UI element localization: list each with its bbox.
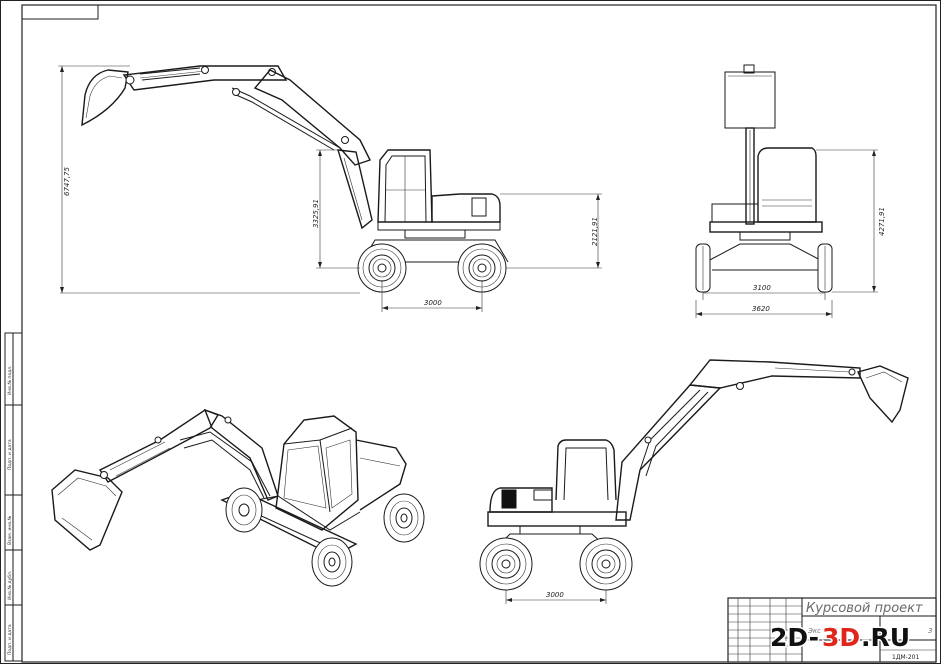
side-view-excavator xyxy=(60,65,509,294)
top-left-box xyxy=(21,4,99,20)
dim-rear-wheelbase: 3000 xyxy=(546,591,564,599)
title-block-subtitle: Экс xyxy=(807,627,821,635)
stamp-label-inv-dub2: Инв.№ дубл. xyxy=(7,571,13,600)
front-view-excavator xyxy=(695,64,833,293)
dim-boom-height: 3325,91 xyxy=(312,199,320,228)
left-stamp: Инв.№ подл. Подп. и дата Взам. инв.№ Инв… xyxy=(4,332,23,662)
dim-total-height: 6747,75 xyxy=(63,167,71,196)
stamp-label-inv-orig: Инв.№ подл. xyxy=(7,365,13,395)
dim-side-wheelbase: 3000 xyxy=(424,299,442,307)
front-view-dimensions: 3100 3620 4271,91 xyxy=(695,149,886,318)
title-block-scale: 3 xyxy=(928,627,932,635)
title-block-title: Курсовой проект xyxy=(806,601,923,616)
dim-front-height: 4271,91 xyxy=(878,207,886,236)
title-block: Курсовой проект Экс 3 1ДМ-201 xyxy=(727,597,937,663)
side-view-dimensions: 6747,75 3325,91 2121,91 3000 xyxy=(58,65,602,312)
watermark-logo: 2D- 3D .RU xyxy=(769,622,912,654)
dim-front-width: 3620 xyxy=(752,305,770,313)
watermark-part-1: 2D- xyxy=(770,623,819,652)
dim-right-height: 2121,91 xyxy=(591,217,599,246)
dim-front-track: 3100 xyxy=(753,284,771,292)
rear-side-view-dimensions: 3000 xyxy=(505,590,607,604)
stamp-label-sign-date: Подп. и дата xyxy=(7,439,13,470)
isometric-view-excavator xyxy=(51,408,425,587)
stamp-label-inv-dub: Взам. инв.№ xyxy=(7,516,13,545)
title-block-code: 1ДМ-201 xyxy=(892,654,919,661)
watermark-part-2: 3D xyxy=(822,623,860,652)
stamp-label-sign-date2: Подп. и дата xyxy=(7,624,13,655)
watermark-part-3: .RU xyxy=(861,623,910,652)
rear-side-view-excavator xyxy=(479,359,909,591)
